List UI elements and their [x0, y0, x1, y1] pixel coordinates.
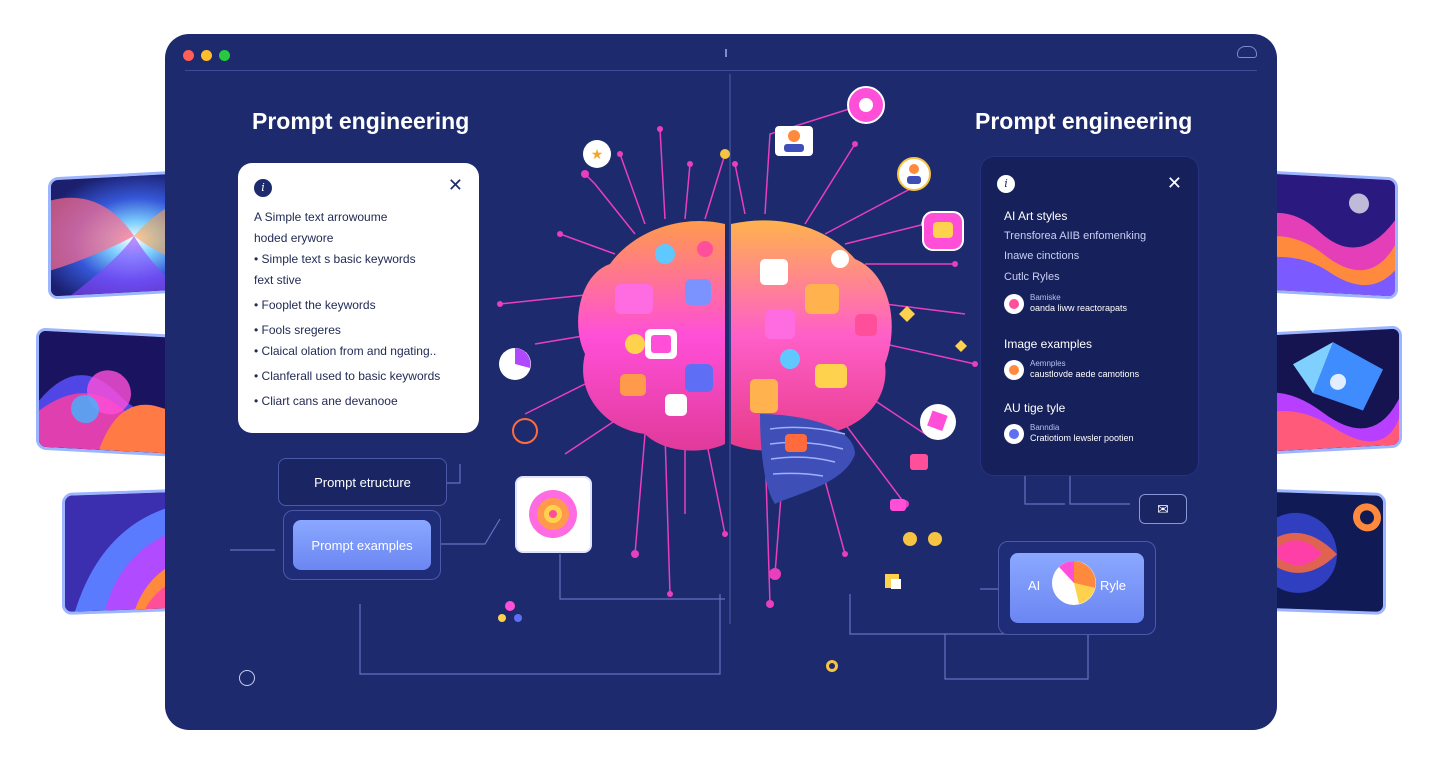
cloud-icon[interactable] [1237, 46, 1257, 58]
entry-desc: Cratiotiom lewsler pootien [1030, 433, 1134, 443]
gear-icon [529, 490, 577, 538]
section-line: Inawe cinctions [1004, 250, 1080, 262]
prompt-examples-button[interactable]: Prompt examples [293, 520, 431, 570]
list-item: • Simple text s basic keywords [254, 252, 416, 266]
list-item: fext stive [254, 273, 302, 287]
ai-style-button[interactable]: AI Ryle [1010, 553, 1144, 623]
section-line: Trensforea AIIB enfomenking [1004, 230, 1147, 242]
entry-desc: oanda liww reactorapats [1030, 303, 1128, 313]
list-item: • Cliart cans ane devanooe [254, 394, 398, 408]
app-window: ★ Prompt engineering Prompt engineering … [165, 34, 1277, 730]
section-line: Cutlc Ryles [1004, 271, 1060, 283]
mail-icon: ✉ [1157, 500, 1169, 517]
section-title-art-styles: AI Art styles [1004, 209, 1068, 223]
ai-brain-illustration: ★ [498, 86, 967, 672]
ai-style-label-right: Ryle [1099, 578, 1126, 593]
entry-desc: caustlovde aede camotions [1030, 369, 1140, 379]
star-icon [583, 140, 611, 168]
keyword-list: A Simple text arrowoume hoded erywore • … [254, 207, 440, 412]
pie-chart-icon [1052, 561, 1096, 605]
minimize-window-button[interactable] [201, 50, 212, 61]
list-item: hoded erywore [254, 231, 334, 245]
close-window-button[interactable] [183, 50, 194, 61]
entry-label: Aemnples [1030, 359, 1066, 368]
info-icon: i [997, 175, 1015, 193]
ai-style-label-left: AI [1028, 578, 1041, 593]
prompt-structure-button[interactable]: Prompt etructure [278, 458, 447, 506]
section-title-image-examples: Image examples [1004, 337, 1093, 351]
lock-icon[interactable] [239, 670, 255, 686]
close-icon[interactable]: ✕ [447, 175, 463, 195]
info-icon: i [254, 179, 272, 197]
prompt-examples-container: Prompt examples [283, 510, 441, 580]
list-item: A Simple text arrowoume [254, 210, 388, 224]
entry-label: Bamiske [1030, 293, 1061, 302]
page-title-left: Prompt engineering [252, 108, 470, 134]
example-thumb-icon [1004, 359, 1024, 380]
svg-text:★: ★ [591, 147, 604, 163]
info-card-right: i ✕ AI Art styles Trensforea AIIB enfome… [980, 156, 1199, 476]
list-item: • Fools sregeres [254, 323, 341, 337]
window-controls [183, 50, 230, 61]
gear-tile[interactable] [515, 476, 592, 553]
info-card-left: i ✕ A Simple text arrowoume hoded erywor… [238, 163, 479, 433]
list-item: • Claical olation from and ngating.. [254, 344, 437, 358]
close-icon[interactable]: ✕ [1166, 173, 1182, 193]
page-title-right: Prompt engineering [975, 108, 1193, 134]
list-item: • Fooplet the keywords [254, 298, 376, 312]
section-title-style-type: AU tige tyle [1004, 401, 1066, 415]
type-thumb-icon [1004, 423, 1024, 444]
mail-button[interactable]: ✉ [1139, 494, 1187, 524]
maximize-window-button[interactable] [219, 50, 230, 61]
titlebar-divider [185, 70, 1257, 71]
entry-label: Banndia [1030, 423, 1060, 432]
titlebar-marker-icon [725, 49, 727, 57]
list-item: • Clanferall used to basic keywords [254, 369, 441, 383]
style-thumb-icon [1004, 293, 1024, 314]
ai-style-container: AI Ryle [998, 541, 1156, 635]
